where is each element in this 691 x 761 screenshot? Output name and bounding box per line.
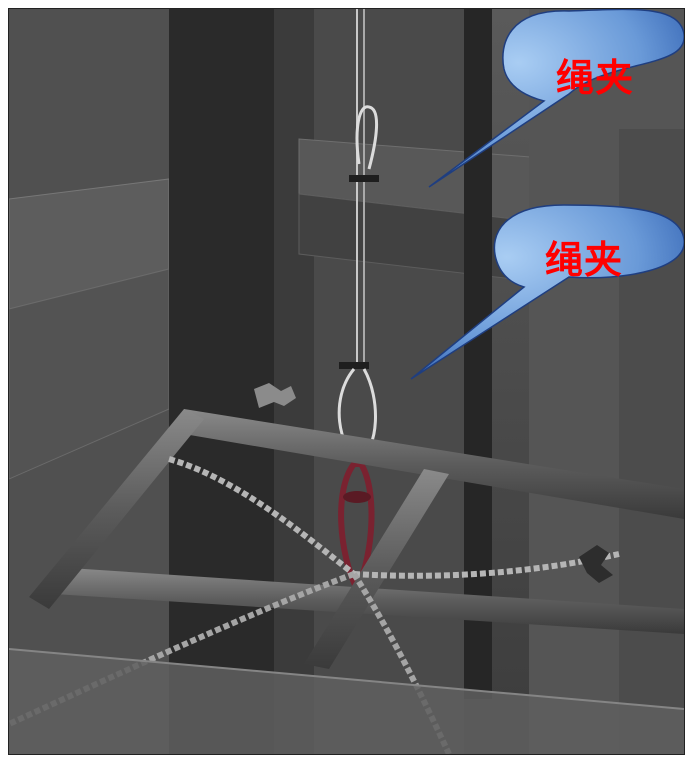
chain-front-right [351, 572, 452, 754]
lower-rope-clip [339, 362, 369, 369]
callout-label-1: 绳夹 [555, 56, 634, 100]
anchor-fitting-right [579, 545, 613, 583]
floor-edge [9, 648, 684, 710]
frame-pipe-middle [304, 469, 449, 669]
chain-front-left [9, 571, 356, 727]
callout-label-2: 绳夹 [544, 238, 623, 282]
column-edge [274, 9, 314, 754]
shackle-bolt [343, 491, 371, 503]
frame-pipe-back [184, 409, 684, 519]
callout-bubble-1 [428, 9, 684, 188]
floor-slab [9, 649, 684, 754]
frame-pipe-left [29, 409, 204, 609]
chain-right [353, 551, 620, 579]
upper-rope-clip [349, 175, 379, 182]
right-rail [464, 9, 492, 699]
anchor-fitting-top [254, 383, 296, 408]
dark-column [169, 9, 279, 754]
scene-drawing [9, 9, 684, 754]
rendered-scene: 绳夹 绳夹 [8, 8, 685, 755]
upper-rope-loop [355, 105, 379, 170]
callout-bubble-2 [410, 204, 684, 380]
chain-left [168, 456, 356, 577]
